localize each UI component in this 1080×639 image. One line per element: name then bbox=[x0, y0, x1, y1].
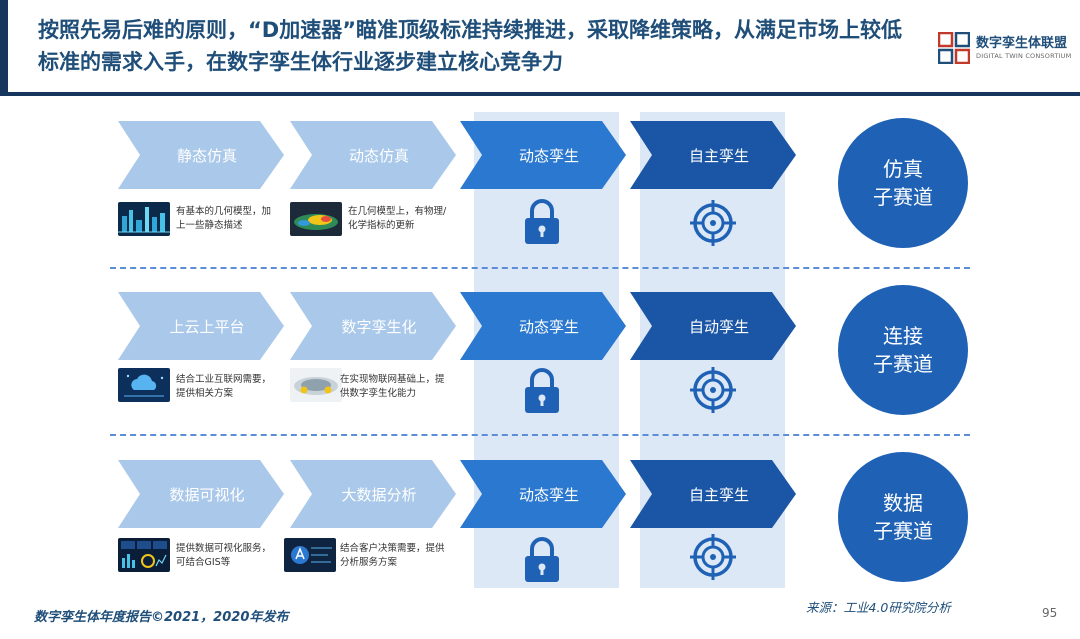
dashboard-thumbnail bbox=[118, 538, 170, 572]
chevron-label: 数据可视化 bbox=[169, 485, 245, 504]
step-description: 结合客户决策需要，提供分析服务方案 bbox=[340, 543, 445, 568]
simulation-model-thumbnail bbox=[290, 202, 342, 236]
lock-icon bbox=[525, 537, 559, 582]
lane-separator bbox=[110, 434, 970, 436]
title-underline bbox=[0, 92, 1080, 96]
chevron-label: 上云上平台 bbox=[169, 317, 245, 336]
chevron-label: 动态仿真 bbox=[348, 146, 409, 165]
chevron-label: 数字孪生化 bbox=[341, 317, 417, 336]
consortium-logo-icon bbox=[938, 32, 970, 64]
chevron-step: 动态孪生 bbox=[460, 121, 626, 189]
title-accent-bar bbox=[0, 0, 8, 96]
track-subtitle: 子赛道 bbox=[873, 519, 933, 543]
target-icon bbox=[690, 200, 736, 246]
step-description: 在几何模型上，有物理/化学指标的更新 bbox=[348, 206, 447, 231]
chevron-label: 自主孪生 bbox=[688, 146, 749, 165]
city-model-thumbnail bbox=[118, 202, 170, 236]
chevron-step: 数据可视化 bbox=[118, 460, 284, 528]
chevron-step: 动态仿真 bbox=[290, 121, 456, 189]
title-bar: 按照先易后难的原则，“D加速器”瞄准顶级标准持续推进，采取降维策略，从满足市场上… bbox=[0, 0, 1080, 96]
track-subtitle: 子赛道 bbox=[873, 352, 933, 376]
page-title: 按照先易后难的原则，“D加速器”瞄准顶级标准持续推进，采取降维策略，从满足市场上… bbox=[38, 18, 903, 74]
chevron-label: 大数据分析 bbox=[341, 485, 417, 504]
vehicle-twin-thumbnail bbox=[290, 368, 342, 402]
page-number: 95 bbox=[1042, 606, 1058, 620]
chevron-step: 静态仿真 bbox=[118, 121, 284, 189]
step-description: 在实现物联网基础上，提供数字孪生化能力 bbox=[340, 374, 445, 399]
chevron-step: 大数据分析 bbox=[290, 460, 456, 528]
lock-icon bbox=[525, 199, 559, 244]
step-description: 提供数据可视化服务，可结合GIS等 bbox=[176, 543, 272, 568]
logo-english-name: DIGITAL TWIN CONSORTIUM bbox=[976, 52, 1072, 60]
chevron-label: 动态孪生 bbox=[518, 485, 579, 504]
chevron-step: 动态孪生 bbox=[460, 292, 626, 360]
chevron-step: 动态孪生 bbox=[460, 460, 626, 528]
chevron-step: 上云上平台 bbox=[118, 292, 284, 360]
track-subtitle: 子赛道 bbox=[873, 185, 933, 209]
chevron-label: 自动孪生 bbox=[688, 317, 749, 336]
track-circle-data: 数据 子赛道 bbox=[838, 452, 968, 582]
target-icon bbox=[690, 367, 736, 413]
step-description: 结合工业互联网需要，提供相关方案 bbox=[176, 374, 272, 399]
chevron-step: 自动孪生 bbox=[630, 292, 796, 360]
track-circle-connection: 连接 子赛道 bbox=[838, 285, 968, 415]
track-title: 仿真 bbox=[883, 157, 923, 181]
logo-chinese-name: 数字孪生体联盟 bbox=[976, 36, 1068, 51]
cloud-platform-thumbnail bbox=[118, 368, 170, 402]
chevron-label: 动态孪生 bbox=[518, 317, 579, 336]
track-title: 数据 bbox=[883, 491, 923, 515]
source-note: 来源：工业4.0研究院分析 bbox=[806, 600, 951, 615]
chevron-label: 动态孪生 bbox=[518, 146, 579, 165]
step-description: 有基本的几何模型，加上一些静态描述 bbox=[176, 206, 272, 231]
chevron-step: 数字孪生化 bbox=[290, 292, 456, 360]
track-title: 连接 bbox=[883, 324, 923, 348]
consortium-logo: 数字孪生体联盟 DIGITAL TWIN CONSORTIUM bbox=[938, 30, 1074, 66]
lane-separator bbox=[110, 267, 970, 269]
lock-icon bbox=[525, 368, 559, 413]
report-footer: 数字孪生体年度报告©2021，2020年发布 bbox=[34, 610, 289, 625]
ai-analysis-thumbnail bbox=[284, 538, 336, 572]
chevron-step: 自主孪生 bbox=[630, 460, 796, 528]
chevron-label: 静态仿真 bbox=[176, 146, 237, 165]
chevron-label: 自主孪生 bbox=[688, 485, 749, 504]
track-circle-simulation: 仿真 子赛道 bbox=[838, 118, 968, 248]
target-icon bbox=[690, 534, 736, 580]
chevron-step: 自主孪生 bbox=[630, 121, 796, 189]
